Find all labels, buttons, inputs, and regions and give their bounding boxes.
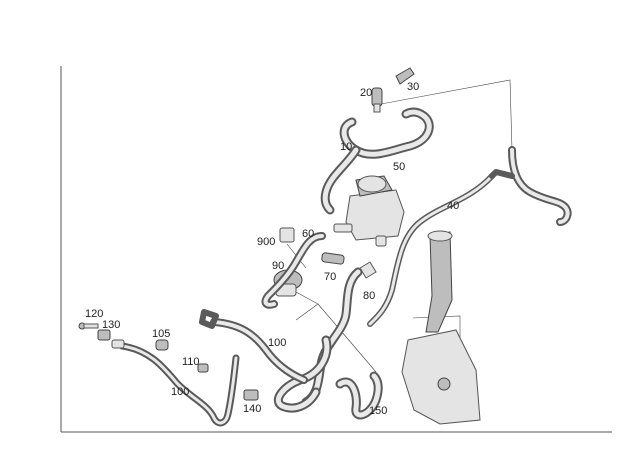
callout-60: 60	[302, 228, 314, 240]
part-140	[243, 389, 259, 401]
callout-100-left: 100	[171, 386, 189, 398]
hose-center	[273, 267, 363, 413]
fitting-30	[395, 67, 415, 85]
callout-40: 40	[447, 200, 459, 212]
part-120	[78, 322, 99, 330]
callout-120: 120	[85, 308, 103, 320]
hose-50	[320, 107, 434, 215]
callout-900: 900	[257, 236, 275, 248]
part-105	[155, 339, 169, 351]
callout-20: 20	[360, 87, 372, 99]
hose-150	[335, 371, 383, 420]
callout-90: 90	[272, 260, 284, 272]
callout-130: 130	[102, 319, 120, 331]
expansion-tank	[333, 175, 405, 247]
reservoir	[401, 230, 481, 425]
fitting-20	[371, 87, 383, 113]
callout-10: 10	[340, 141, 352, 153]
part-70	[321, 252, 345, 265]
part-130	[97, 329, 125, 349]
hose-40	[367, 146, 572, 327]
part-110	[197, 363, 209, 373]
callout-80: 80	[363, 290, 375, 302]
callout-50: 50	[393, 161, 405, 173]
callout-105: 105	[152, 328, 170, 340]
hose-100-right	[199, 309, 308, 384]
callout-110: 110	[182, 356, 200, 368]
callout-150: 150	[369, 405, 387, 417]
callout-30: 30	[407, 81, 419, 93]
callouts: 10 20 30 40 50 60 70 80 90 900 100 100 1…	[85, 81, 459, 417]
hose-60	[261, 232, 326, 309]
callout-70: 70	[324, 271, 336, 283]
part-80	[359, 261, 377, 279]
callout-100-right: 100	[268, 337, 286, 349]
hose-100-left	[118, 342, 240, 427]
callout-140: 140	[243, 403, 261, 415]
